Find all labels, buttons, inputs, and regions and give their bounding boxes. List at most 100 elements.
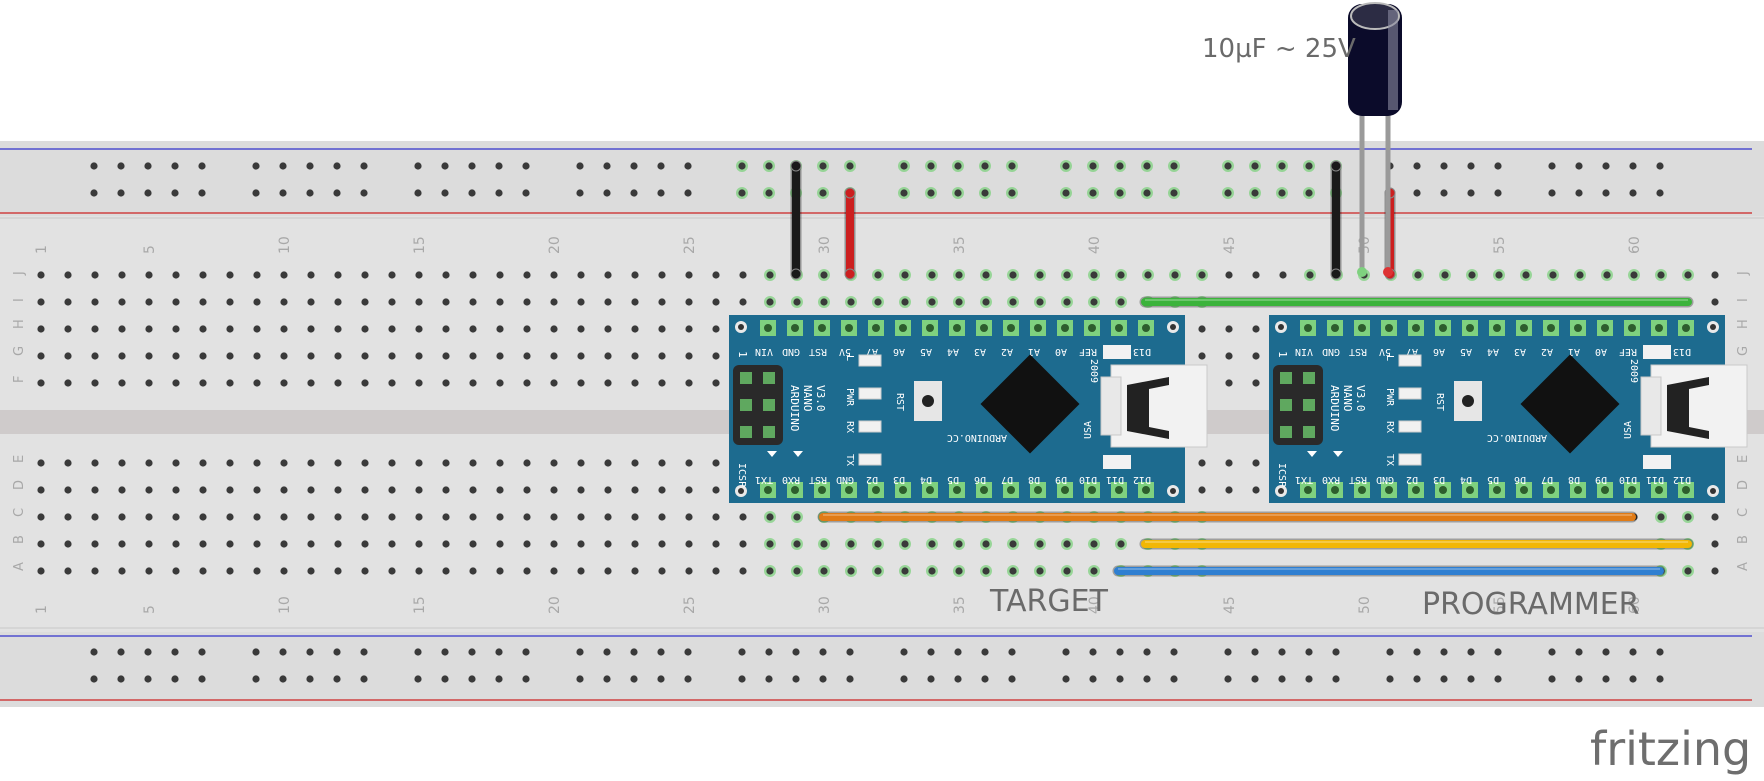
pin-label: D6 — [974, 474, 986, 485]
hole — [1656, 162, 1664, 170]
hole — [1009, 271, 1017, 279]
hole — [928, 540, 936, 548]
hole — [64, 325, 72, 333]
hole — [361, 271, 369, 279]
hole — [1684, 513, 1692, 521]
hole — [523, 379, 531, 387]
hole — [1063, 298, 1071, 306]
pin-label: D6 — [1514, 474, 1526, 485]
hole — [441, 648, 449, 656]
hole — [658, 540, 666, 548]
hole — [441, 162, 449, 170]
hole — [955, 567, 963, 575]
hole — [1440, 648, 1448, 656]
led-label: TX — [844, 454, 855, 466]
hole — [630, 189, 638, 197]
hole — [495, 162, 503, 170]
pin-label: D5 — [1487, 474, 1499, 485]
programmer-label: PROGRAMMER — [1422, 587, 1640, 622]
hole — [1386, 675, 1394, 683]
pin1-label: 1 — [1276, 351, 1289, 358]
hole — [415, 540, 423, 548]
column-number: 30 — [817, 236, 833, 254]
header-pin-hole — [1493, 324, 1501, 332]
hole — [37, 513, 45, 521]
header-pin-hole — [764, 324, 772, 332]
hole — [1656, 189, 1664, 197]
hole — [496, 513, 504, 521]
hole — [415, 486, 423, 494]
hole — [604, 540, 612, 548]
hole — [685, 486, 693, 494]
hole — [64, 567, 72, 575]
hole — [766, 567, 774, 575]
header-pin-hole — [1682, 324, 1690, 332]
hole — [523, 567, 531, 575]
column-number: 55 — [1492, 236, 1508, 254]
board-text: V3.0 — [814, 385, 827, 412]
hole — [145, 567, 153, 575]
header-pin-hole — [1682, 486, 1690, 494]
hole — [1116, 675, 1124, 683]
hole — [334, 486, 342, 494]
pin-label: A4 — [1487, 346, 1499, 357]
pin-label: D3 — [1433, 474, 1445, 485]
led-label: PWR — [1384, 388, 1395, 407]
column-number: 20 — [547, 236, 563, 254]
hole — [361, 325, 369, 333]
row-letter: G — [1736, 346, 1751, 356]
hole — [684, 162, 692, 170]
hole — [1225, 379, 1233, 387]
hole — [604, 513, 612, 521]
hole — [1440, 189, 1448, 197]
hole — [927, 162, 935, 170]
hole — [604, 567, 612, 575]
hole — [388, 459, 396, 467]
pin-arrow — [767, 451, 777, 457]
hole — [1089, 675, 1097, 683]
hole — [1143, 189, 1151, 197]
hole — [198, 648, 206, 656]
hole — [1629, 648, 1637, 656]
hole — [64, 513, 72, 521]
hole — [820, 540, 828, 548]
hole — [280, 271, 288, 279]
column-number: 15 — [412, 236, 428, 254]
hole — [1225, 271, 1233, 279]
hole — [982, 298, 990, 306]
hole — [469, 459, 477, 467]
hole — [847, 567, 855, 575]
hole — [226, 379, 234, 387]
usb-tab — [1103, 455, 1131, 469]
hole — [657, 189, 665, 197]
pin-label: A6 — [1433, 346, 1445, 357]
hole — [1117, 298, 1125, 306]
hole — [685, 325, 693, 333]
pin-label: D11 — [1106, 474, 1124, 485]
hole — [199, 459, 207, 467]
hole — [523, 298, 531, 306]
pin-label: D7 — [1541, 474, 1553, 485]
hole — [1711, 540, 1719, 548]
hole — [469, 486, 477, 494]
hole — [658, 486, 666, 494]
hole — [199, 352, 207, 360]
hole — [739, 271, 747, 279]
hole — [846, 648, 854, 656]
hole — [1332, 675, 1340, 683]
hole — [1603, 271, 1611, 279]
hole — [144, 648, 152, 656]
hole — [1009, 567, 1017, 575]
hole — [577, 459, 585, 467]
hole — [1036, 567, 1044, 575]
hole — [1143, 162, 1151, 170]
hole — [415, 271, 423, 279]
hole — [522, 675, 530, 683]
hole — [631, 513, 639, 521]
hole — [172, 540, 180, 548]
hole — [955, 298, 963, 306]
arduino-cc-label: ARDUINO.CC — [947, 432, 1007, 443]
arduino-boards: VINGNDRST5VA7A6A5A4A3A2A1A0REF3V3D13TX1R… — [729, 315, 1748, 503]
header-pin-hole — [1520, 486, 1528, 494]
